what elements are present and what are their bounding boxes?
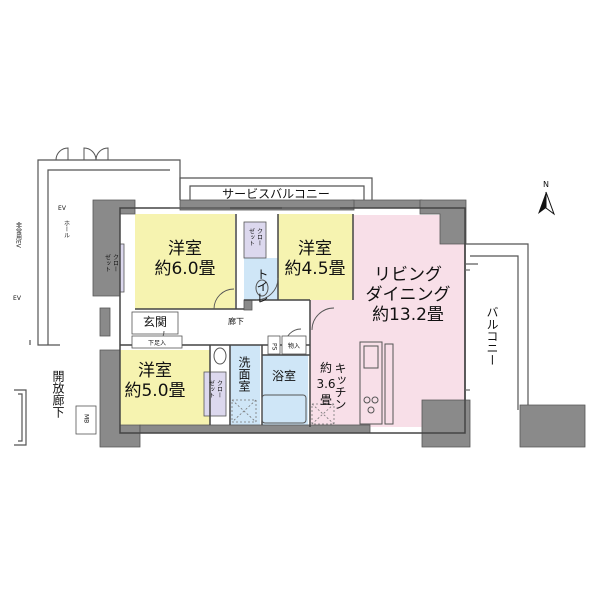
western-room-2-fill bbox=[278, 214, 353, 300]
mb-box bbox=[75, 405, 97, 435]
main-balcony-label: バルコニー bbox=[485, 306, 499, 366]
windows bbox=[170, 207, 470, 391]
kitchen-label: キッチン bbox=[333, 362, 347, 410]
bathtub bbox=[261, 394, 307, 424]
corridor-label: 廊下 bbox=[228, 316, 244, 326]
western-room-2-size: 約4.5畳 bbox=[284, 259, 345, 279]
ev-hall-doors bbox=[55, 147, 109, 161]
emergency-ev-label: 非常用EV bbox=[15, 221, 22, 249]
entrance-label: 玄関 bbox=[143, 314, 167, 329]
western-room-3-name: 洋室 bbox=[138, 361, 172, 381]
common-area-outline bbox=[29, 159, 181, 346]
shoe-box-label: 下足入 bbox=[148, 340, 166, 347]
living-size: 約13.2畳 bbox=[372, 305, 444, 325]
compass-north-label: N bbox=[543, 180, 549, 189]
kitchen-size-b: 3.6 bbox=[316, 377, 335, 391]
bath-fill bbox=[262, 355, 308, 425]
closet-west-2 bbox=[243, 221, 267, 259]
closet-3-label-b: ゼット bbox=[208, 379, 215, 398]
mb-label: MB bbox=[83, 414, 90, 423]
ps-label: PS bbox=[271, 343, 278, 351]
storage-box bbox=[281, 335, 307, 355]
ev-label: EV bbox=[13, 295, 22, 302]
compass-icon: N bbox=[538, 180, 556, 216]
living-label-1: リビング bbox=[374, 265, 442, 285]
ps-box bbox=[267, 335, 281, 355]
bath-label: 浴室 bbox=[272, 368, 296, 383]
western-room-1-name: 洋室 bbox=[168, 239, 202, 259]
kitchen-size-c: 畳 bbox=[320, 393, 332, 407]
open-corridor-label: 開放廊下 bbox=[51, 370, 65, 418]
kitchen-size-a: 約 bbox=[320, 360, 332, 375]
western-room-2-name: 洋室 bbox=[298, 239, 332, 259]
western-room-3-fill bbox=[120, 350, 210, 425]
closet-1-label-a: クロー bbox=[112, 254, 119, 272]
western-room-1-fill bbox=[135, 214, 235, 309]
shoe-box-outline bbox=[131, 335, 183, 349]
toilet-label: トイレ bbox=[255, 268, 269, 304]
entrance-area bbox=[131, 311, 179, 335]
closet-1-label-b: ゼット bbox=[104, 253, 111, 272]
service-balcony-outline bbox=[179, 177, 373, 200]
ev-hall-label-a: EV bbox=[58, 205, 67, 212]
living-label-2: ダイニング bbox=[366, 285, 451, 305]
closet-3-label-a: クロー bbox=[216, 380, 223, 398]
ev-hall-label-b: ホール bbox=[63, 220, 70, 238]
western-room-3-size: 約5.0畳 bbox=[124, 381, 185, 401]
main-balcony-outline bbox=[466, 243, 529, 410]
storage-label: 物入 bbox=[288, 342, 300, 350]
service-balcony-label: サービスバルコニー bbox=[222, 187, 330, 201]
closet-2-label-a: クロー bbox=[256, 228, 263, 246]
open-corridor-marker bbox=[14, 389, 27, 446]
washroom-label: 洗面室 bbox=[237, 356, 251, 392]
wash-basin bbox=[213, 347, 227, 365]
closet-2-label-b: ゼット bbox=[248, 227, 255, 246]
western-room-1-size: 約6.0畳 bbox=[154, 259, 215, 279]
kitchen-counter bbox=[359, 341, 394, 425]
hatch-marks bbox=[231, 399, 335, 425]
kitchen-fill bbox=[310, 340, 360, 427]
toilet-bowl bbox=[255, 279, 269, 297]
